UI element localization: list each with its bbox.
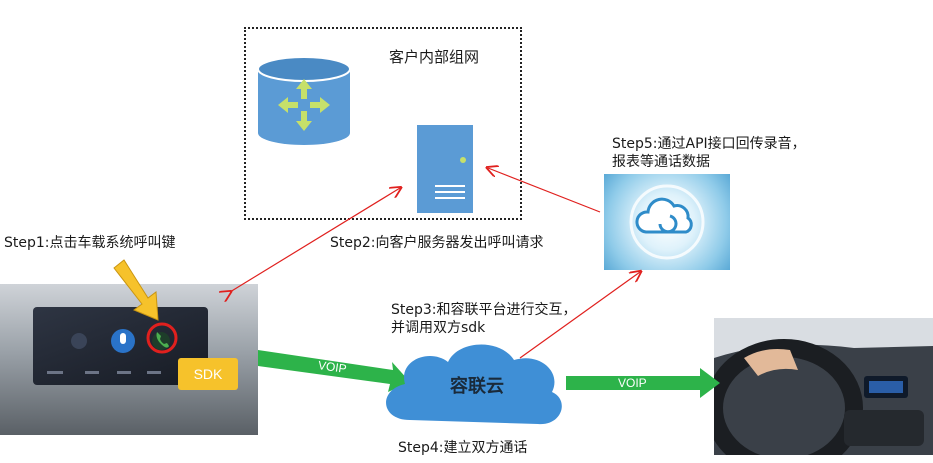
cloud-label: 容联云 [450, 376, 504, 397]
server-slot [435, 185, 465, 187]
step3-arrow [519, 272, 640, 359]
step5-line1: Step5:通过API接口回传录音， [612, 136, 806, 152]
rongyun-cloud-shape [386, 344, 562, 425]
step4-label: Step4:建立双方通话 [398, 440, 528, 456]
step3-line1: Step3:和容联平台进行交互， [391, 302, 577, 318]
server-slot [435, 197, 465, 199]
pointer-arrow-icon [113, 259, 159, 321]
step1-label: Step1:点击车载系统呼叫键 [4, 235, 176, 251]
server-status-light [460, 157, 466, 163]
server-slot [435, 191, 465, 193]
step5-line2: 报表等通话数据 [612, 154, 710, 170]
step3-line2: 并调用双方sdk [391, 320, 486, 336]
database-icon [257, 56, 351, 145]
step5-arrow [488, 168, 601, 213]
network-title: 客户内部组网 [389, 48, 480, 66]
sdk-label: SDK [193, 366, 223, 382]
driver-photo [714, 318, 933, 455]
steering-wheel-scene-icon [714, 318, 933, 455]
step2-arrow [230, 188, 400, 292]
call-button-icon [146, 322, 178, 354]
voip-left-arrow [258, 350, 410, 392]
cloud-glyph-icon [629, 184, 705, 260]
voip-right-arrow [566, 368, 720, 398]
car-infotainment-screen [33, 307, 208, 385]
sdk-tag: SDK [178, 358, 238, 390]
cloud-app-icon [604, 174, 730, 270]
voip-right-label: VOIP [618, 376, 647, 390]
